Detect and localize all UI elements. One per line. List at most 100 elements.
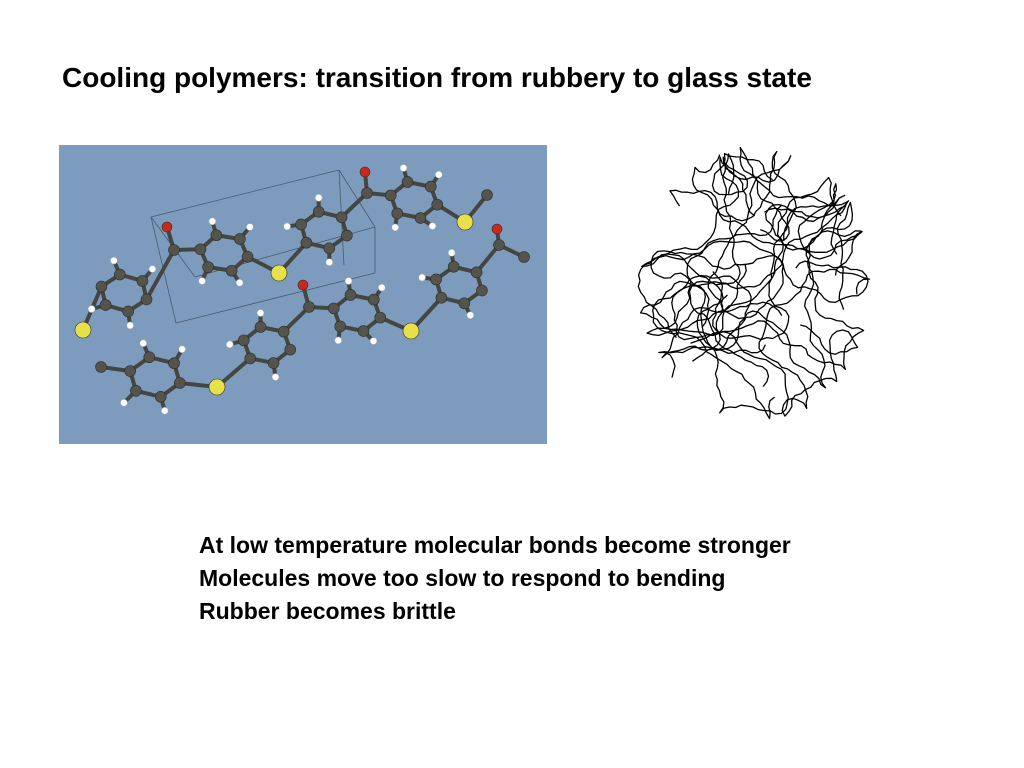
hydrogen-atom [246,223,254,231]
carbon-atom [225,264,238,277]
hydrogen-atom [314,193,323,202]
hydrogen-atom [466,311,475,320]
carbon-atom [447,260,460,273]
carbon-atom [481,189,493,201]
carbon-atom [168,244,180,256]
polymer-chain [690,201,865,371]
note-line: Rubber becomes brittle [199,598,456,624]
polymer-chain [639,280,789,415]
carbon-atom [493,239,505,251]
polymer-chain [758,268,871,417]
polymer-chain [764,183,863,260]
carbon-atom [140,293,153,306]
polymer-chain [652,194,846,420]
hydrogen-atom [208,217,217,226]
hydrogen-atom [334,336,343,345]
carbon-atom [234,233,246,245]
carbon-atom [95,361,107,373]
polymer-chain [692,152,792,362]
hydrogen-atom [428,222,437,230]
hydrogen-atom [418,273,426,282]
carbon-atom [95,280,108,293]
oxygen-atom [297,279,309,291]
carbon-atom [237,334,250,347]
carbon-atom [241,250,254,263]
carbon-atom [374,311,387,324]
carbon-atom [367,293,380,306]
carbon-atom [470,266,483,279]
polymer-chain [641,153,756,286]
carbon-atom [295,218,307,231]
polymer-chain [691,146,848,250]
carbon-atom [431,198,444,211]
carbon-atom [124,365,136,377]
carbon-atom [327,302,340,315]
polymer-chain [661,264,783,359]
carbon-atom [401,176,414,188]
hydrogen-atom [126,321,134,330]
sulfur-atom [270,264,288,282]
carbon-atom [114,268,126,281]
hydrogen-atom [160,406,169,415]
hydrogen-atom [391,223,400,232]
carbon-atom [357,325,370,337]
bond [474,243,501,275]
carbon-atom [136,275,149,287]
oxygen-atom [491,223,503,235]
bond [339,191,369,220]
oxygen-atom [359,166,371,178]
carbon-atom [130,384,142,397]
carbon-atom [168,357,180,370]
carbon-atom [414,212,427,224]
hydrogen-atom [235,278,244,287]
carbon-atom [458,297,471,310]
carbon-atom [424,180,437,193]
carbon-atom [99,299,112,311]
polymer-chain [637,240,784,388]
polymer-chain [658,230,862,389]
hydrogen-atom [325,258,334,267]
carbon-atom [210,229,223,242]
molecular-structure-image [59,145,547,444]
carbon-atom [267,357,280,369]
hydrogen-atom [369,337,378,345]
hydrogen-atom [225,340,234,349]
carbon-atom [244,352,257,365]
hydrogen-atom [377,283,386,292]
slide-title: Cooling polymers: transition from rubber… [62,62,812,93]
hydrogen-atom [447,248,456,257]
note-line: At low temperature molecular bonds becom… [199,532,791,558]
hydrogen-atom [271,373,280,381]
hydrogen-atom [399,164,408,172]
hydrogen-atom [120,398,128,407]
carbon-atom [341,229,353,242]
carbon-atom [300,236,313,249]
carbon-atom [335,211,348,224]
hydrogen-atom [256,309,265,317]
polymer-chain [650,250,869,355]
carbon-atom [361,187,373,199]
sulfur-atom [208,378,226,396]
carbon-atom [143,351,156,364]
carbon-atom [303,301,315,313]
hydrogen-atom [139,339,148,348]
carbon-atom [312,205,325,218]
carbon-atom [435,291,448,304]
carbon-atom [334,320,347,333]
hydrogen-atom [178,345,186,354]
hydrogen-atom [344,277,353,285]
carbon-atom [202,261,214,273]
molecule-drawing [74,164,530,415]
hydrogen-atom [148,265,157,273]
carbon-atom [277,325,290,338]
polymer-chain-lines [637,146,871,420]
hydrogen-atom [434,170,443,179]
carbon-atom [254,321,267,333]
sulfur-atom [74,321,92,339]
carbon-atom [476,284,488,297]
carbon-atom [384,189,397,202]
hydrogen-atom [198,277,206,285]
notes-list: At low temperature molecular bonds becom… [199,529,791,628]
carbon-atom [174,377,186,389]
hydrogen-atom [87,305,96,313]
